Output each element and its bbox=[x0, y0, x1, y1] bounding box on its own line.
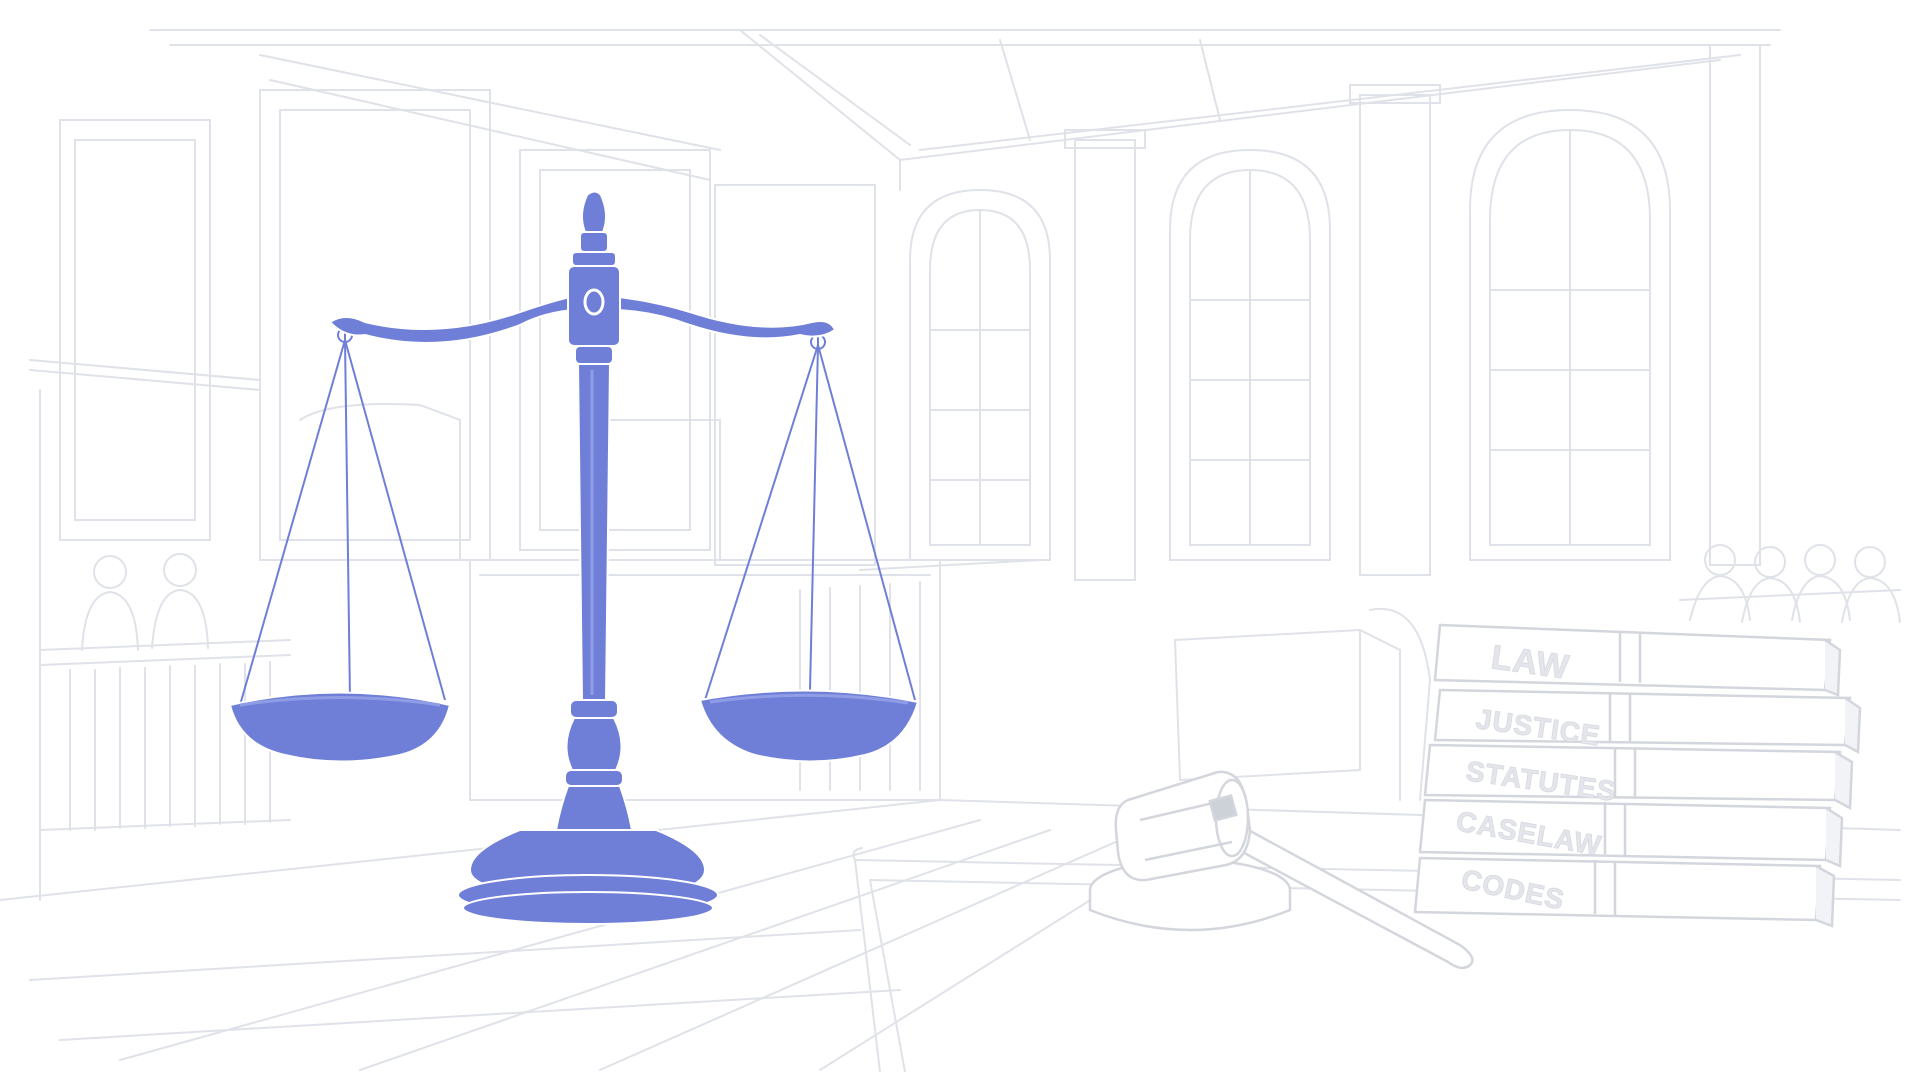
clerk-desk bbox=[1173, 607, 1432, 801]
spectators-right bbox=[1679, 544, 1901, 623]
book-justice: JUSTICE bbox=[1433, 688, 1862, 755]
book-statutes: STATUTES bbox=[1423, 743, 1854, 811]
gavel bbox=[1088, 770, 1474, 970]
left-wall bbox=[29, 89, 711, 901]
book-caselaw: CASELAW bbox=[1418, 798, 1844, 868]
law-books-stack: LAW JUSTICE STATUTES CASELAW bbox=[1413, 623, 1862, 928]
spectators-left bbox=[81, 553, 209, 651]
scale-beam bbox=[328, 295, 837, 344]
scale-column bbox=[576, 363, 612, 701]
gavel-head bbox=[1114, 770, 1252, 882]
book-law: LAW bbox=[1433, 623, 1842, 697]
scale-finial bbox=[571, 190, 617, 267]
scale-pan-left bbox=[228, 691, 452, 763]
scale-center-block bbox=[567, 265, 621, 365]
scales-of-justice bbox=[228, 190, 920, 925]
scale-base bbox=[457, 829, 719, 925]
back-wall-windows bbox=[714, 108, 1671, 566]
gavel-handle bbox=[1218, 818, 1474, 970]
scale-pan-right bbox=[698, 689, 920, 763]
book-codes: CODES bbox=[1413, 856, 1836, 928]
scale-column-rings bbox=[554, 699, 634, 831]
